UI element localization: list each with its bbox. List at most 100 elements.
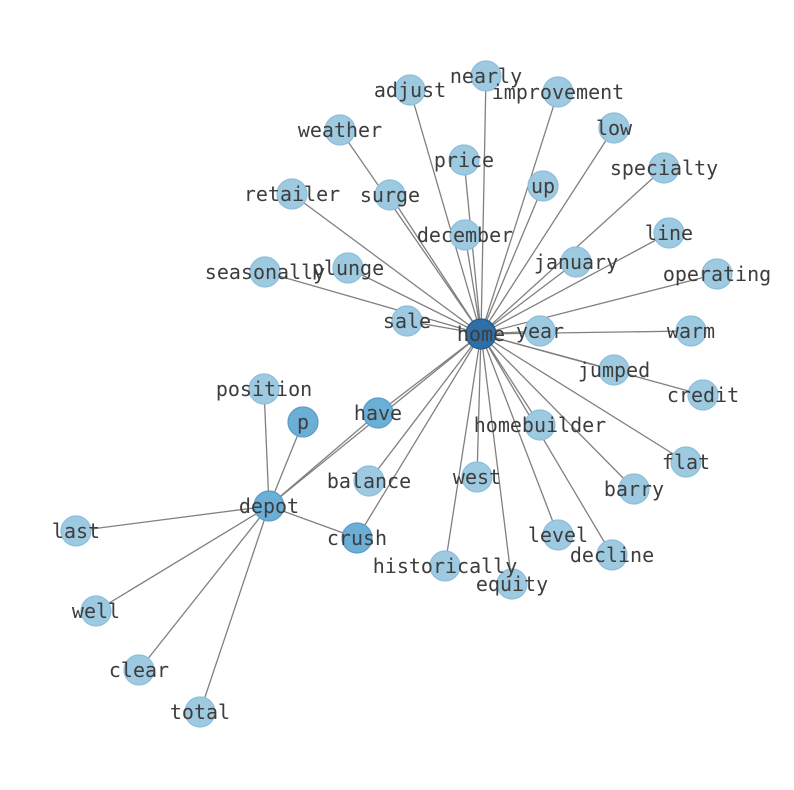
node-home[interactable] [465,318,497,350]
edge-home-nearly [480,75,487,335]
edge-home-line [480,232,670,335]
edge-home-warm [480,330,692,335]
node-decline[interactable] [596,539,628,571]
node-seasonally[interactable] [249,256,281,288]
edge-home-retailer [291,193,482,335]
node-label-homebuilder: homebuilder [474,413,606,437]
node-depot[interactable] [253,490,285,522]
node-improvement[interactable] [542,76,574,108]
node-label-year: year [516,319,564,343]
edge-home-low [480,127,615,335]
edge-layer [75,75,718,713]
node-label-level: level [528,523,588,547]
node-total[interactable] [184,696,216,728]
edge-home-crush [356,333,482,539]
node-label-p: p [297,410,309,434]
node-nearly[interactable] [470,60,502,92]
node-price[interactable] [448,144,480,176]
node-layer [60,60,733,728]
edge-home-up [480,185,544,335]
node-label-weather: weather [298,118,382,142]
node-label-equity: equity [476,572,548,596]
node-label-improvement: improvement [492,80,624,104]
node-surge[interactable] [374,179,406,211]
node-label-december: december [417,223,513,247]
edge-home-historically [444,333,482,567]
node-warm[interactable] [675,315,707,347]
edge-home-weather [339,129,482,335]
edge-depot-total [199,505,270,713]
node-label-adjust: adjust [374,78,446,102]
node-credit[interactable] [687,379,719,411]
node-position[interactable] [248,373,280,405]
node-label-flat: flat [662,450,710,474]
node-label-crush: crush [327,526,387,550]
node-label-west: west [453,465,501,489]
node-level[interactable] [542,519,574,551]
node-label-balance: balance [327,469,411,493]
node-label-january: january [534,250,618,274]
node-weather[interactable] [324,114,356,146]
node-january[interactable] [560,246,592,278]
edge-depot-have [268,412,379,507]
node-label-specialty: specialty [610,156,718,180]
node-last[interactable] [60,515,92,547]
edge-depot-clear [138,505,270,671]
node-label-barry: barry [604,477,664,501]
node-label-credit: credit [667,383,739,407]
node-west[interactable] [461,461,493,493]
edge-home-equity [480,333,513,585]
node-adjust[interactable] [394,74,426,106]
node-plunge[interactable] [332,252,364,284]
node-label-home: home [457,322,505,346]
node-operating[interactable] [701,258,733,290]
node-sale[interactable] [391,305,423,337]
node-label-sale: sale [383,309,431,333]
node-homebuilder[interactable] [524,409,556,441]
edge-home-plunge [347,267,482,335]
edge-home-flat [480,333,687,463]
edge-depot-crush [268,505,358,539]
node-label-clear: clear [109,658,169,682]
node-label-well: well [72,599,120,623]
node-year[interactable] [524,315,556,347]
edge-home-operating [480,273,718,335]
node-retailer[interactable] [276,178,308,210]
edge-home-january [480,261,577,335]
node-label-plunge: plunge [312,256,384,280]
node-specialty[interactable] [648,152,680,184]
node-balance[interactable] [353,465,385,497]
node-label-last: last [52,519,100,543]
node-historically[interactable] [429,550,461,582]
node-up[interactable] [527,170,559,202]
node-jumped[interactable] [598,354,630,386]
edge-home-balance [368,333,482,482]
edge-home-decline [480,333,613,556]
node-label-retailer: retailer [244,182,340,206]
node-label-line: line [645,221,693,245]
node-label-depot: depot [239,494,299,518]
node-have[interactable] [362,397,394,429]
edge-home-improvement [480,91,559,335]
node-clear[interactable] [123,654,155,686]
node-well[interactable] [80,595,112,627]
node-december[interactable] [449,219,481,251]
node-label-warm: warm [667,319,715,343]
node-label-up: up [531,174,555,198]
node-low[interactable] [598,112,630,144]
node-equity[interactable] [496,568,528,600]
edge-depot-well [95,505,270,612]
node-line[interactable] [653,217,685,249]
node-p[interactable] [287,406,319,438]
edge-depot-last [75,505,270,532]
node-flat[interactable] [670,446,702,478]
edge-home-level [480,333,559,536]
edge-home-credit [480,333,704,396]
node-label-operating: operating [663,262,771,286]
node-label-total: total [170,700,230,724]
node-barry[interactable] [618,473,650,505]
node-crush[interactable] [341,522,373,554]
edge-home-west [476,333,482,478]
